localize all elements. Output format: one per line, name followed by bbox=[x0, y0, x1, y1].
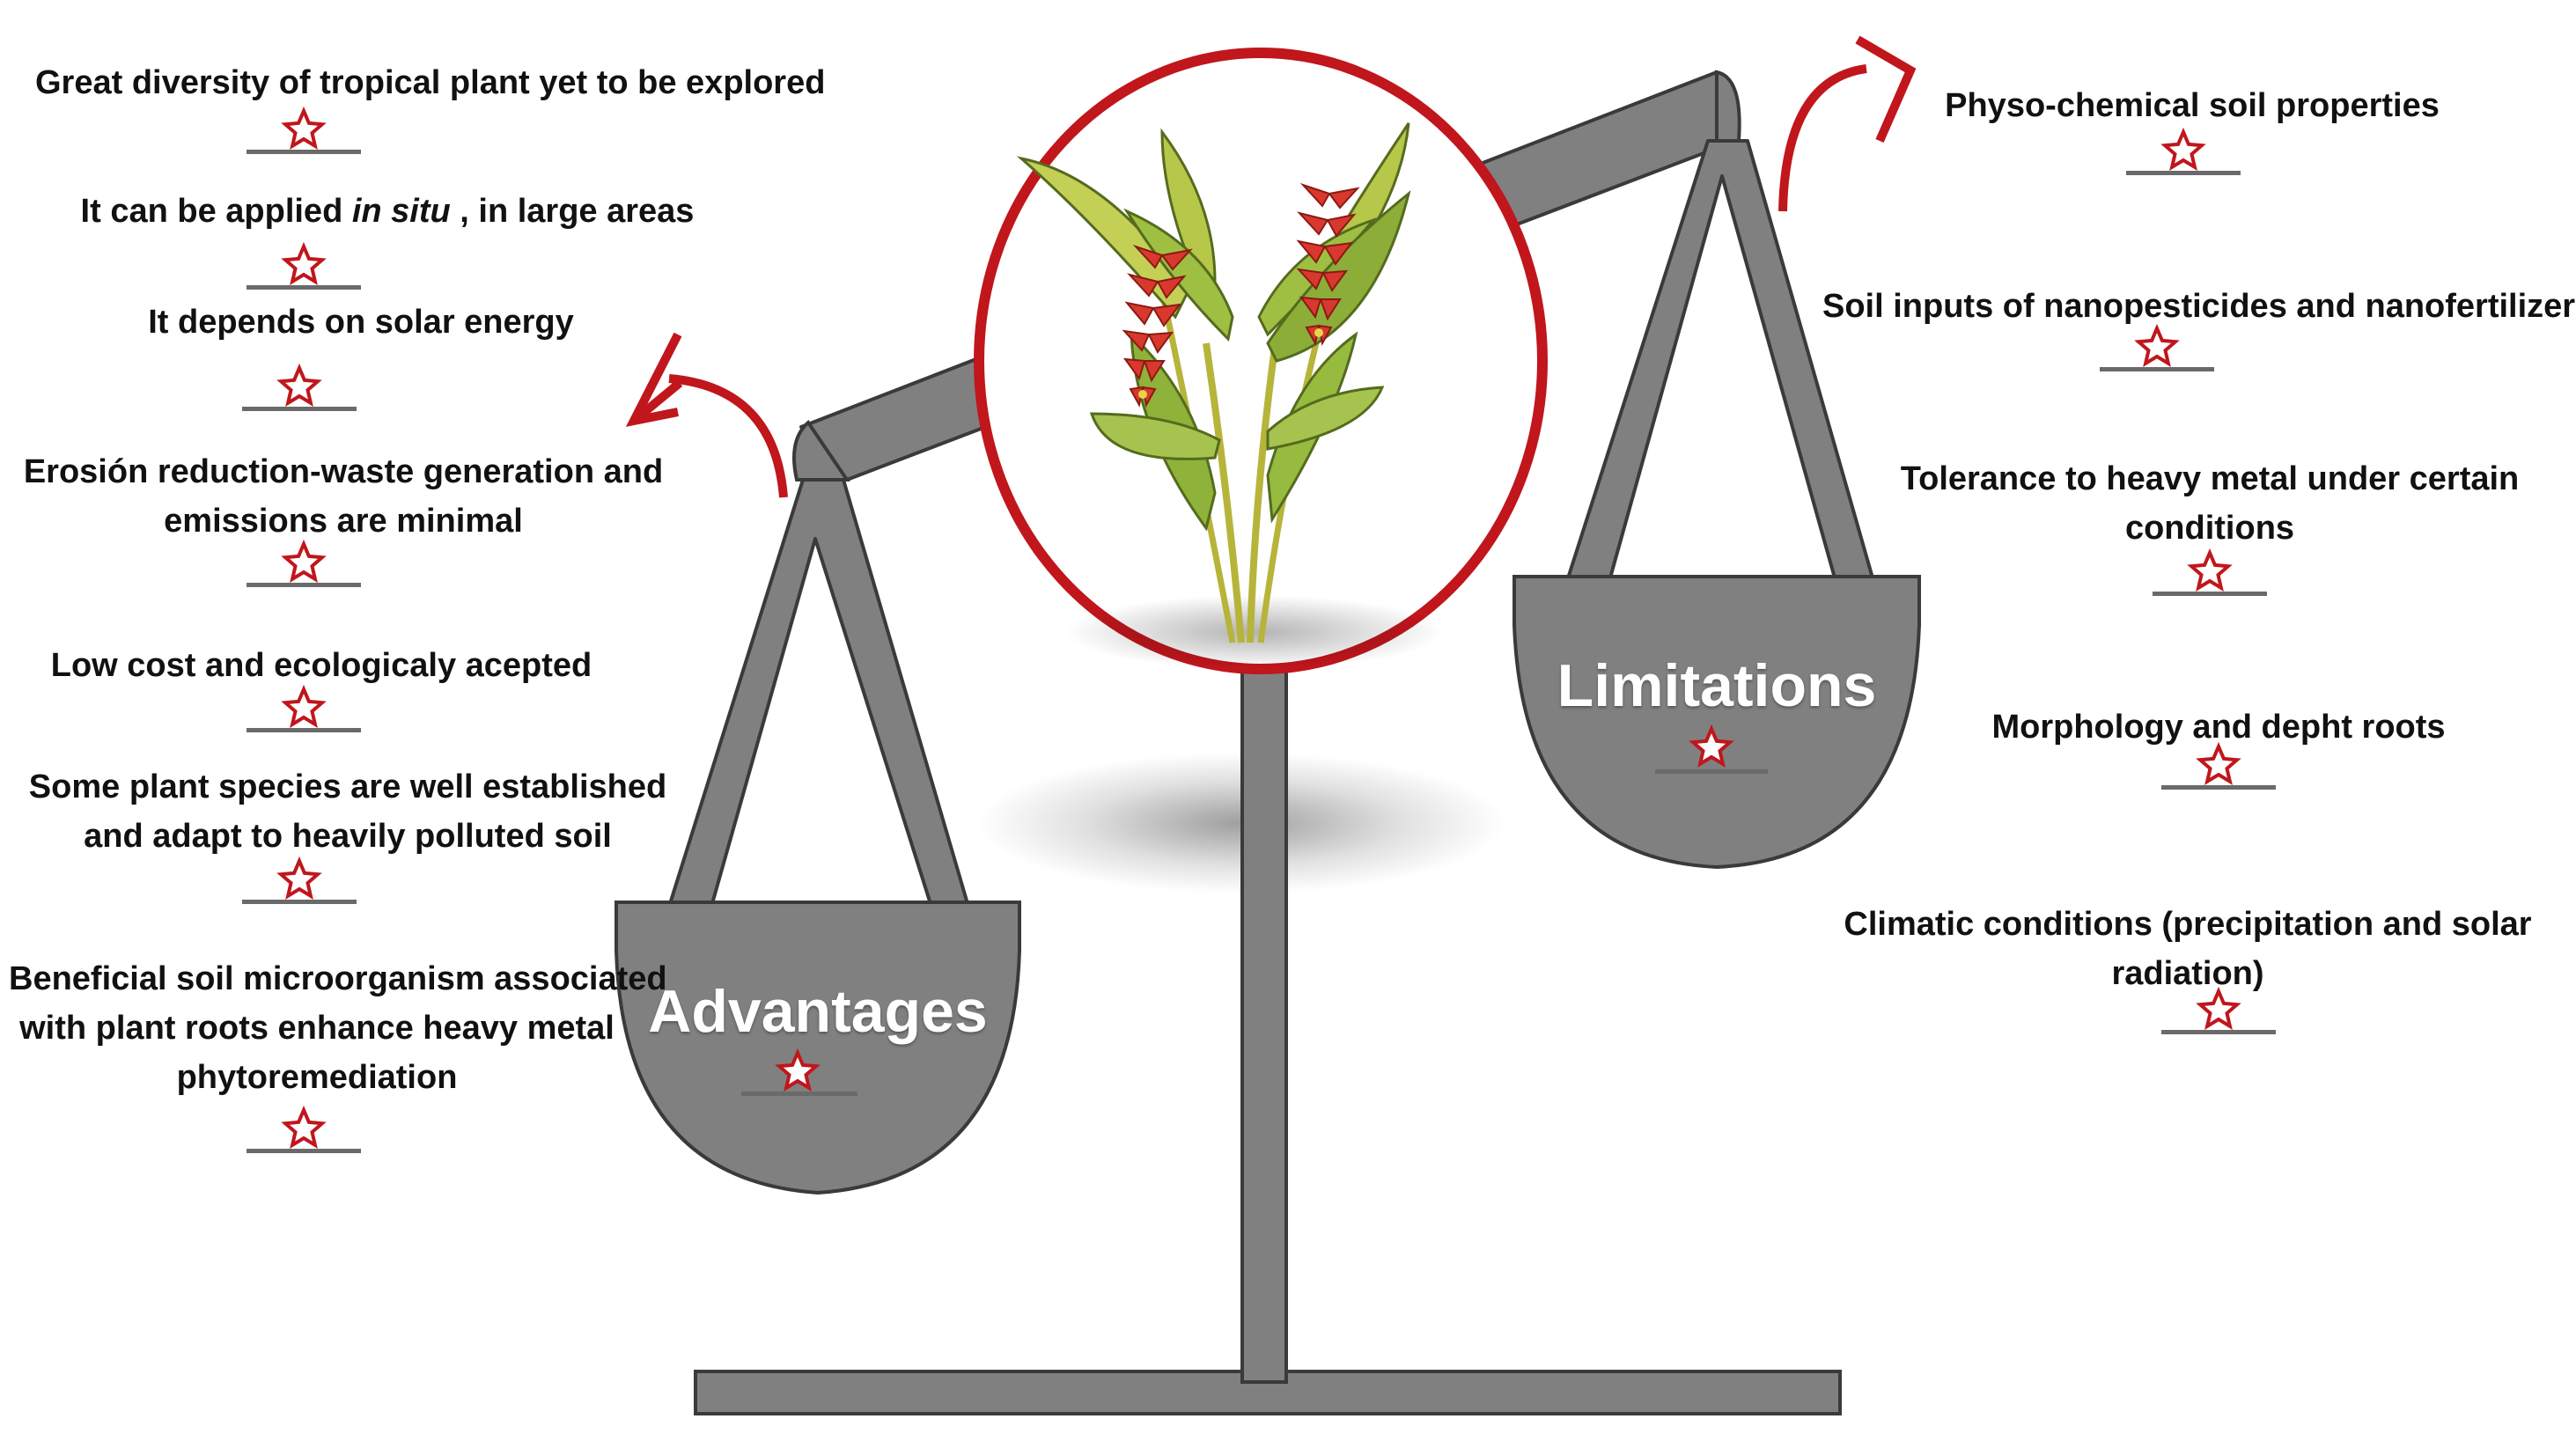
item-underline bbox=[2161, 785, 2276, 790]
limitation-text: Climatic conditions (precipitation and s… bbox=[1844, 906, 2532, 943]
advantage-text: It can be applied in situ , in large are… bbox=[80, 193, 695, 230]
star-icon bbox=[276, 363, 322, 407]
item-underline bbox=[2100, 367, 2214, 371]
advantage-item: Some plant species are well established … bbox=[18, 762, 678, 861]
right-pan-underline bbox=[1655, 769, 1768, 774]
item-underline bbox=[247, 285, 361, 290]
star-icon bbox=[2134, 323, 2180, 367]
advantage-text: phytoremediation bbox=[176, 1059, 458, 1096]
item-underline bbox=[247, 728, 361, 732]
limitation-item: Climatic conditions (precipitation and s… bbox=[1831, 900, 2544, 998]
advantage-item: Beneficial soil microorganism associated… bbox=[9, 954, 667, 1102]
item-underline bbox=[242, 407, 357, 411]
limitation-item: Tolerance to heavy metal under certain c… bbox=[1875, 454, 2544, 553]
left-pan bbox=[615, 901, 1021, 1195]
limitation-text: Physo-chemical soil properties bbox=[1945, 87, 2440, 124]
item-underline bbox=[2126, 171, 2241, 175]
limitation-text: conditions bbox=[2124, 510, 2295, 547]
limitation-item: Morphology and depht roots bbox=[1928, 702, 2509, 752]
advantage-text: with plant roots enhance heavy metal bbox=[19, 1010, 615, 1047]
star-icon bbox=[2196, 986, 2241, 1030]
left-pan-underline bbox=[741, 1092, 857, 1096]
star-icon bbox=[2187, 548, 2233, 592]
left-hanger bbox=[667, 478, 970, 908]
advantages-label: Advantages bbox=[648, 978, 988, 1045]
star-icon bbox=[276, 856, 322, 900]
scale-pole bbox=[1240, 667, 1288, 1384]
plant-frame bbox=[974, 48, 1548, 674]
advantage-text: Great diversity of tropical plant yet to… bbox=[35, 64, 826, 101]
right-hanger bbox=[1565, 139, 1875, 583]
star-icon bbox=[281, 684, 327, 728]
item-underline bbox=[2153, 592, 2267, 596]
advantage-text: It depends on solar energy bbox=[148, 304, 574, 341]
advantage-text: Beneficial soil microorganism associated bbox=[9, 960, 667, 997]
advantage-text: Some plant species are well established bbox=[28, 768, 667, 805]
beam-left-cap bbox=[792, 420, 850, 482]
tilt-arrow-icon bbox=[1778, 35, 1917, 212]
star-icon bbox=[281, 1105, 327, 1149]
plant-icon bbox=[1016, 122, 1411, 643]
limitation-item: Soil inputs of nanopesticides and nanofe… bbox=[1822, 282, 2576, 331]
advantage-item: Erosión reduction-waste generation and e… bbox=[18, 447, 669, 546]
advantage-text: and adapt to heavily polluted soil bbox=[84, 818, 612, 855]
right-pan bbox=[1512, 575, 1921, 870]
item-underline bbox=[2161, 1030, 2276, 1034]
star-icon bbox=[281, 241, 327, 285]
limitation-text: Morphology and depht roots bbox=[1991, 709, 2446, 746]
advantage-item: It depends on solar energy bbox=[35, 298, 687, 347]
limitation-item: Physo-chemical soil properties bbox=[1919, 81, 2465, 130]
star-icon bbox=[281, 106, 327, 150]
advantage-item: Great diversity of tropical plant yet to… bbox=[35, 58, 826, 107]
item-underline bbox=[242, 900, 357, 904]
limitation-text: Tolerance to heavy metal under certain bbox=[1900, 460, 2520, 497]
item-underline bbox=[247, 150, 361, 154]
advantage-item: Low cost and ecologicaly acepted bbox=[35, 641, 607, 690]
advantage-item: It can be applied in situ , in large are… bbox=[35, 187, 740, 236]
limitation-text: radiation) bbox=[2111, 955, 2264, 992]
item-underline bbox=[247, 1149, 361, 1153]
limitations-label: Limitations bbox=[1557, 652, 1877, 719]
advantage-text: Low cost and ecologicaly acepted bbox=[50, 647, 592, 684]
star-icon bbox=[281, 539, 327, 583]
advantage-text: Erosión reduction-waste generation and bbox=[23, 453, 664, 490]
limitation-text: Soil inputs of nanopesticides and nanofe… bbox=[1822, 288, 2576, 325]
star-icon bbox=[775, 1048, 821, 1092]
advantage-text: emissions are minimal bbox=[164, 503, 523, 540]
star-icon bbox=[2160, 127, 2206, 171]
plant-shadow bbox=[1065, 595, 1444, 669]
tilt-arrow-icon bbox=[625, 332, 788, 498]
item-underline bbox=[247, 583, 361, 587]
star-icon bbox=[1689, 724, 1734, 768]
star-icon bbox=[2196, 741, 2241, 785]
beam-right-cap bbox=[1715, 70, 1741, 143]
